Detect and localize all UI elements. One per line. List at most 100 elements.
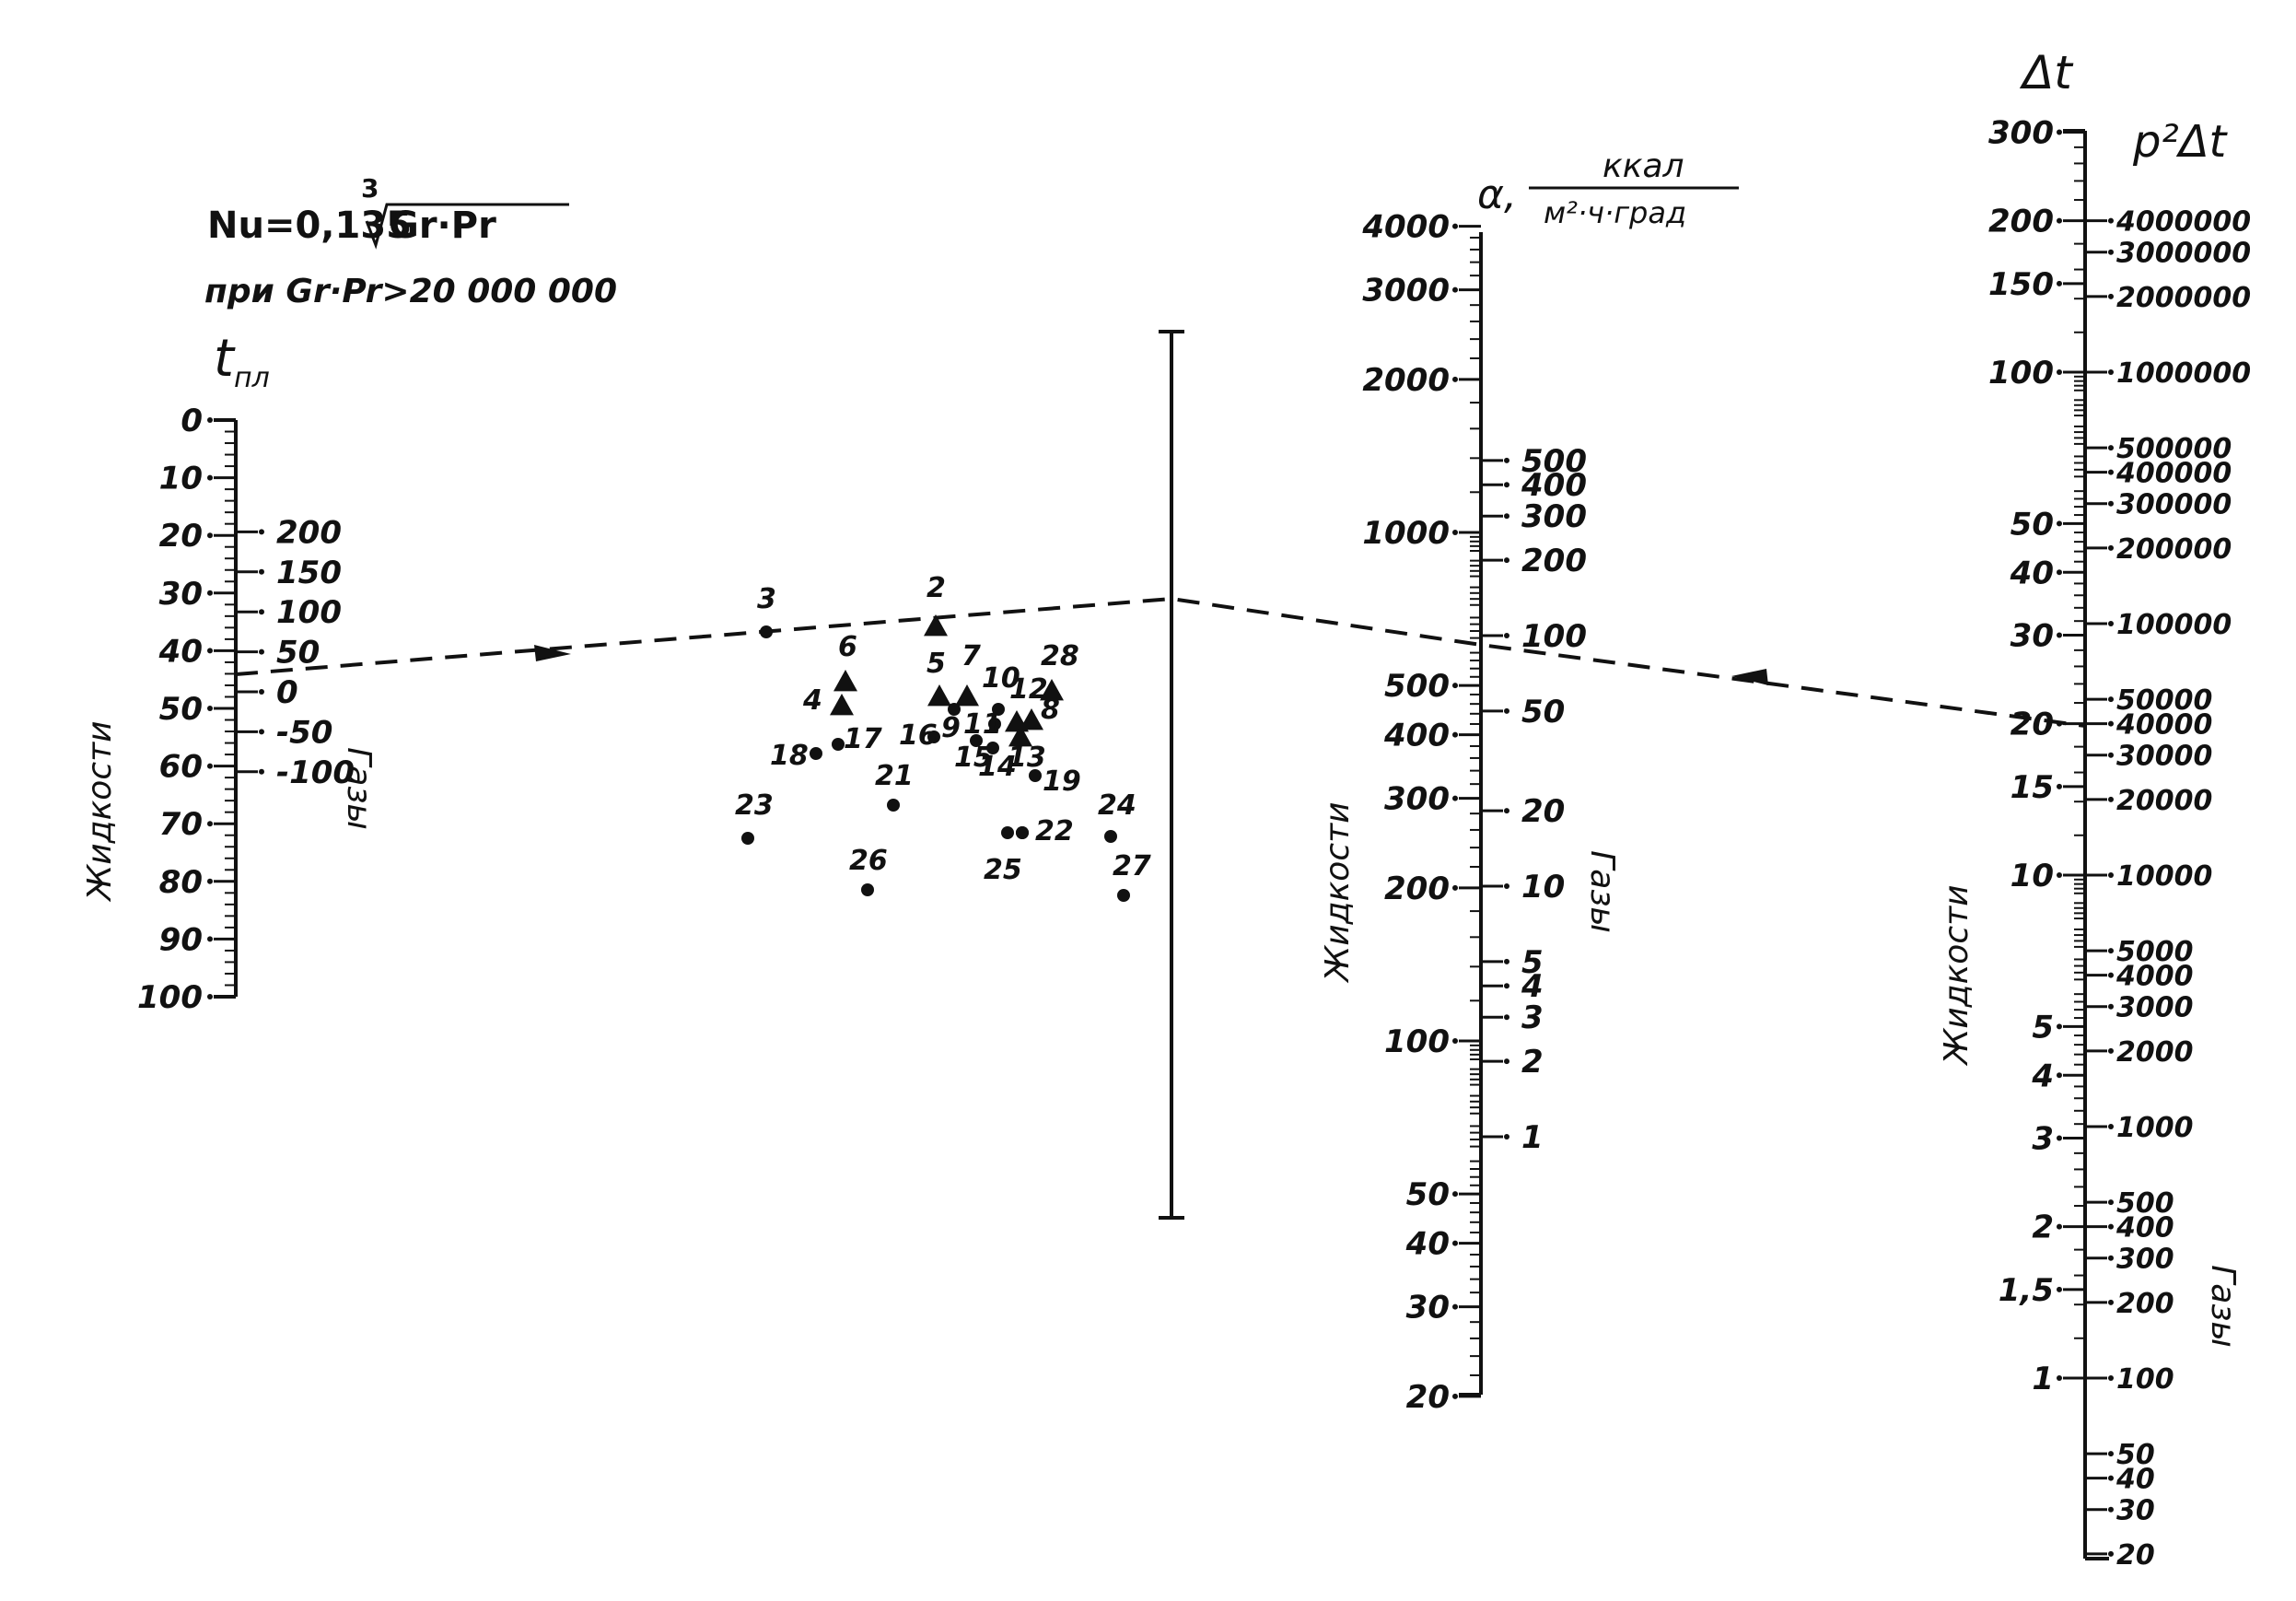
tpl-left-tick-dot	[207, 590, 213, 596]
delta-t-left-tick-label: 4	[2031, 1058, 2054, 1094]
tpl-left-tick-dot	[207, 763, 213, 769]
point-label: 7	[962, 640, 981, 672]
alpha-left-tick-dot	[1452, 1191, 1458, 1198]
tpl-left-tick-dot	[207, 532, 213, 539]
point-label: 23	[735, 789, 774, 822]
example-key-line	[235, 596, 2086, 728]
formula-root-content: Gr·Pr	[389, 205, 496, 247]
tpl-right-tick-label: 0	[276, 674, 298, 711]
tpl-right-tick-label: -50	[276, 714, 332, 751]
delta-t-left-tick-label: 200	[1988, 204, 2054, 240]
point-marker-triangle	[955, 684, 979, 707]
alpha-right-tick-label: 200	[1521, 543, 1587, 579]
delta-t-right-tick-dot	[2108, 469, 2114, 475]
alpha-left-tick-label: 400	[1383, 718, 1450, 754]
alpha-right-tick-label: 500	[1521, 443, 1587, 480]
delta-t-left-tick-label: 15	[2010, 769, 2054, 806]
alpha-right-tick-dot	[1504, 883, 1509, 889]
delta-t-right-tick-label: 30	[2116, 1495, 2155, 1527]
alpha-right-tick-label: 2	[1521, 1044, 1544, 1081]
alpha-left-tick-dot	[1452, 376, 1458, 382]
tpl-right-tick-dot	[259, 609, 264, 615]
point-marker-dot	[1117, 889, 1130, 902]
point-marker-dot	[810, 747, 822, 760]
delta-t-right-tick-dot	[2108, 621, 2114, 626]
tpl-left-tick-label: 70	[159, 806, 203, 843]
alpha-right-tick-label: 1	[1521, 1119, 1544, 1156]
tpl-left-tick-dot	[207, 706, 213, 711]
delta-t-right-tick-label: 20000	[2116, 785, 2212, 817]
delta-t-left-tick-label: 5	[2032, 1009, 2054, 1046]
delta-t-right-tick-label: 400	[2115, 1212, 2174, 1245]
delta-t-title: Δt	[2019, 46, 2074, 99]
delta-t-left-tick-label: 1,5	[1999, 1272, 2054, 1309]
point-label: 19	[1043, 765, 1081, 798]
delta-t-left-tick-label: 100	[1988, 355, 2054, 391]
delta-t-right-tick-label: 1000	[2116, 1112, 2194, 1144]
point-marker-triangle	[924, 614, 948, 637]
alpha-symbol: α,	[1477, 171, 1517, 218]
point-label: 17	[844, 723, 882, 755]
point-label: 21	[875, 760, 914, 792]
delta-t-right-tick-dot	[2108, 696, 2114, 703]
delta-t-right-tick-dot	[2108, 500, 2114, 507]
delta-t-right-tick-dot	[2108, 1047, 2114, 1054]
alpha-right-tick-dot	[1504, 1058, 1509, 1065]
delta-t-right-tick-dot	[2108, 1299, 2114, 1305]
point-marker-dot	[760, 625, 773, 638]
point-marker-triangle	[1020, 708, 1043, 730]
delta-t-left-tick-label: 20	[2010, 707, 2054, 743]
point-marker-dot	[1001, 826, 1014, 839]
tpl-left-tick-dot	[207, 821, 213, 827]
delta-t-left-tick-dot	[2057, 1286, 2062, 1292]
alpha-left-tick-label: 40	[1405, 1226, 1450, 1263]
tpl-right-tick-label: 50	[276, 635, 320, 672]
point-marker-dot	[741, 832, 754, 845]
delta-t-right-tick-dot	[2108, 752, 2114, 758]
point-marker-dot	[970, 734, 983, 747]
formula-root-index: 3	[361, 173, 379, 204]
alpha-left-tick-dot	[1452, 1393, 1458, 1399]
alpha-left-tick-label: 1000	[1362, 515, 1450, 552]
delta-t-left-tick-dot	[2057, 1072, 2062, 1079]
point-marker-triangle	[1005, 710, 1029, 732]
point-marker-triangle	[1008, 725, 1032, 747]
arrowhead-left	[534, 645, 571, 661]
delta-t-right-tick-dot	[2108, 1375, 2114, 1381]
delta-t-right-tick-dot	[2108, 1199, 2114, 1206]
point-marker-triangle	[833, 670, 857, 692]
tpl-right-tick-label: 200	[276, 514, 342, 551]
point-label: 26	[849, 845, 888, 877]
arrowhead-right	[1731, 669, 1768, 685]
delta-t-left-tick-label: 50	[2010, 506, 2054, 543]
delta-t-right-tick-label: 300	[2116, 1244, 2174, 1276]
delta-t-right-tick-dot	[2108, 972, 2114, 978]
delta-t-left-tick-dot	[2057, 129, 2062, 135]
alpha-left-tick-label: 3000	[1362, 273, 1450, 310]
alpha-right-tick-label: 10	[1521, 869, 1565, 906]
example-dashed-line	[235, 596, 2086, 728]
delta-t-right-tick-dot	[2108, 369, 2114, 375]
tpl-left-tick-label: 60	[159, 749, 203, 786]
alpha-right-tick-label: 20	[1521, 793, 1565, 830]
delta-t-left-tick-dot	[2057, 520, 2062, 527]
delta-t-right-tick-label: 3000000	[2116, 238, 2251, 270]
point-marker-dot	[887, 799, 900, 812]
delta-t-right-tick-dot	[2108, 1550, 2114, 1557]
point-marker-triangle	[1040, 679, 1064, 701]
alpha-right-tick-dot	[1504, 513, 1509, 520]
tpl-right-tick-dot	[259, 529, 264, 535]
delta-t-right-tick-dot	[2108, 1003, 2114, 1010]
point-label: 6	[838, 631, 857, 663]
delta-t-right-tick-label: 2000000	[2116, 282, 2251, 314]
point-label: 5	[927, 648, 946, 680]
alpha-left-tick-label: 30	[1406, 1290, 1450, 1326]
tpl-right-tick-label: 150	[276, 555, 342, 591]
tpl-left-tick-dot	[207, 648, 213, 654]
formula-condition: при Gr·Pr>20 000 000	[204, 273, 617, 310]
alpha-unit-numerator: ккал	[1603, 147, 1684, 185]
